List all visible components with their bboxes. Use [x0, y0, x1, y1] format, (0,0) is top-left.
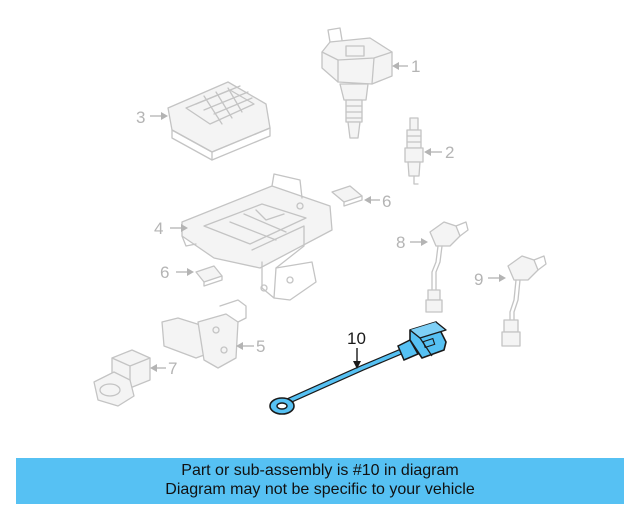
part-10-knock-sensor [269, 321, 447, 415]
part-8-sensor [410, 221, 469, 313]
part-2-spark-plug [404, 117, 442, 185]
part-5-bracket [161, 299, 254, 369]
part-7-sensor-housing [93, 349, 166, 407]
part-6-pad-upper [331, 185, 380, 207]
callout-6-upper: 6 [382, 192, 391, 211]
banner-line-2: Diagram may not be specific to your vehi… [165, 481, 475, 498]
callout-3: 3 [136, 108, 145, 127]
part-1-ignition-coil [321, 27, 408, 139]
part-info-banner: Part or sub-assembly is #10 in diagram D… [16, 458, 624, 504]
callout-5: 5 [256, 337, 265, 356]
callout-8: 8 [396, 233, 405, 252]
banner-line-1: Part or sub-assembly is #10 in diagram [181, 462, 459, 479]
callout-7: 7 [168, 359, 177, 378]
callout-6-lower: 6 [160, 263, 169, 282]
callout-1: 1 [411, 57, 420, 76]
callout-4: 4 [154, 219, 163, 238]
parts-diagram: 1 2 3 4 [93, 27, 547, 415]
callout-10: 10 [347, 329, 366, 348]
callout-9: 9 [474, 270, 483, 289]
part-6-pad-lower [176, 265, 223, 287]
callout-2: 2 [445, 143, 454, 162]
part-9-sensor [488, 255, 547, 347]
part-4-mounting-bracket [170, 173, 333, 301]
part-3-control-module [150, 81, 271, 161]
